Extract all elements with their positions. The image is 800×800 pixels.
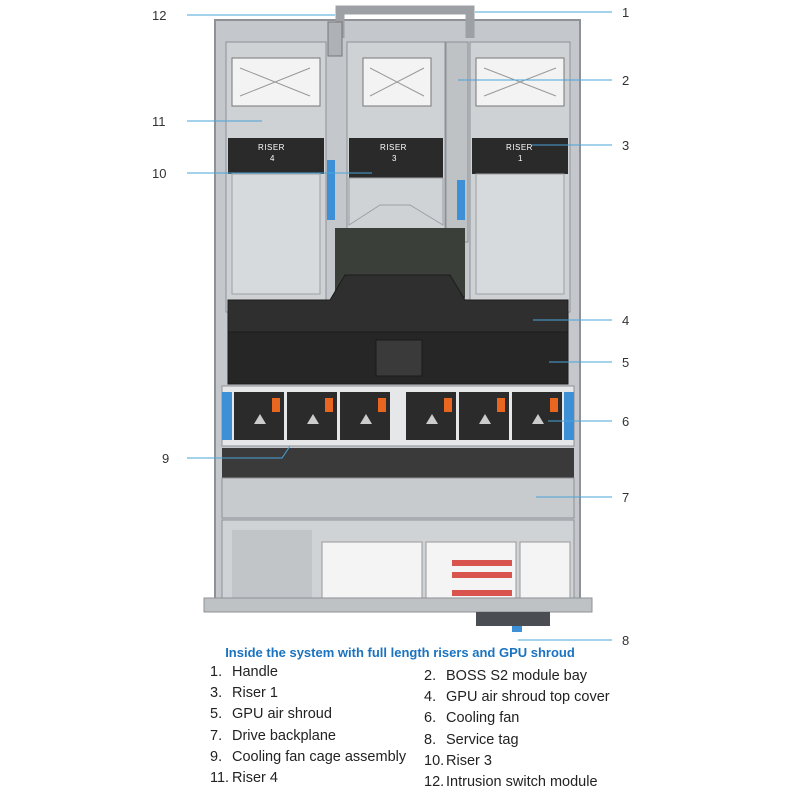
cooling-fan <box>234 392 284 440</box>
legend-item-2: 2.BOSS S2 module bay <box>424 668 588 684</box>
callout-7: 7 <box>622 490 629 505</box>
legend-item-4: 4.GPU air shroud top cover <box>424 689 610 705</box>
legend-item-12: 12.Intrusion switch module <box>424 774 598 790</box>
callout-10: 10 <box>152 166 166 181</box>
drive-backplane <box>221 448 575 519</box>
callout-11: 11 <box>152 114 166 129</box>
callout-leader-lines <box>187 11 612 641</box>
legend-item-8: 8.Service tag <box>424 732 519 748</box>
riser-1-label-line1: RISER <box>506 143 533 152</box>
callout-12: 12 <box>152 8 166 23</box>
gpu-air-shroud <box>227 331 569 385</box>
service-tag <box>476 612 550 626</box>
callout-1: 1 <box>622 5 629 20</box>
legend-item-3: 3.Riser 1 <box>210 685 278 701</box>
intrusion-switch-module <box>327 21 343 57</box>
cooling-fan <box>340 392 390 440</box>
callout-5: 5 <box>622 355 629 370</box>
legend-item-1: 1.Handle <box>210 664 278 680</box>
callout-4: 4 <box>622 313 629 328</box>
riser-4-label-line1: RISER <box>258 143 285 152</box>
leader-line-9 <box>187 445 291 459</box>
riser-4-label-line2: 4 <box>270 154 275 163</box>
cooling-fan <box>287 392 337 440</box>
cooling-fan <box>459 392 509 440</box>
riser-3 <box>346 41 446 243</box>
callout-9: 9 <box>162 451 169 466</box>
legend-item-9: 9.Cooling fan cage assembly <box>210 749 407 765</box>
legend-item-10: 10.Riser 3 <box>424 753 492 769</box>
latch-right <box>457 180 465 220</box>
front-panel <box>203 519 593 613</box>
cooling-fans <box>234 392 562 440</box>
riser-4 <box>225 41 327 313</box>
legend-item-5: 5.GPU air shroud <box>210 706 332 722</box>
legend-item-6: 6.Cooling fan <box>424 710 520 726</box>
legend-item-11: 11.Riser 4 <box>210 770 278 786</box>
callout-6: 6 <box>622 414 629 429</box>
riser-1-label-line2: 1 <box>518 154 523 163</box>
riser-3-label-line1: RISER <box>380 143 407 152</box>
callout-8: 8 <box>622 633 629 645</box>
latch-left <box>327 160 335 220</box>
figure-caption: Inside the system with full length riser… <box>225 645 575 660</box>
legend-item-7: 7.Drive backplane <box>210 728 336 744</box>
riser-3-label-line2: 3 <box>392 154 397 163</box>
callout-2: 2 <box>622 73 629 88</box>
cooling-fan <box>406 392 456 440</box>
cooling-fan <box>512 392 562 440</box>
callout-3: 3 <box>622 138 629 153</box>
riser-1 <box>469 41 571 313</box>
server-top-view-diagram: RISER 4 RISER 3 RISER 1 <box>152 5 629 645</box>
